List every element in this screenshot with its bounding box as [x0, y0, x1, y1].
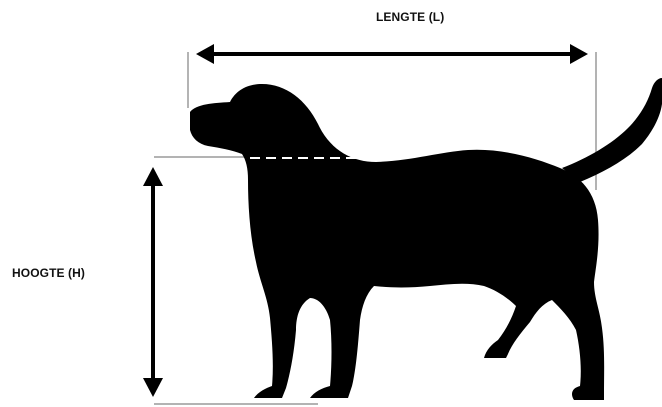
- height-arrow-icon: [143, 167, 163, 397]
- height-label: HOOGTE (H): [12, 266, 85, 280]
- length-label: LENGTE (L): [376, 10, 444, 24]
- length-arrow-icon: [196, 44, 588, 64]
- dog-silhouette-icon: [190, 78, 662, 400]
